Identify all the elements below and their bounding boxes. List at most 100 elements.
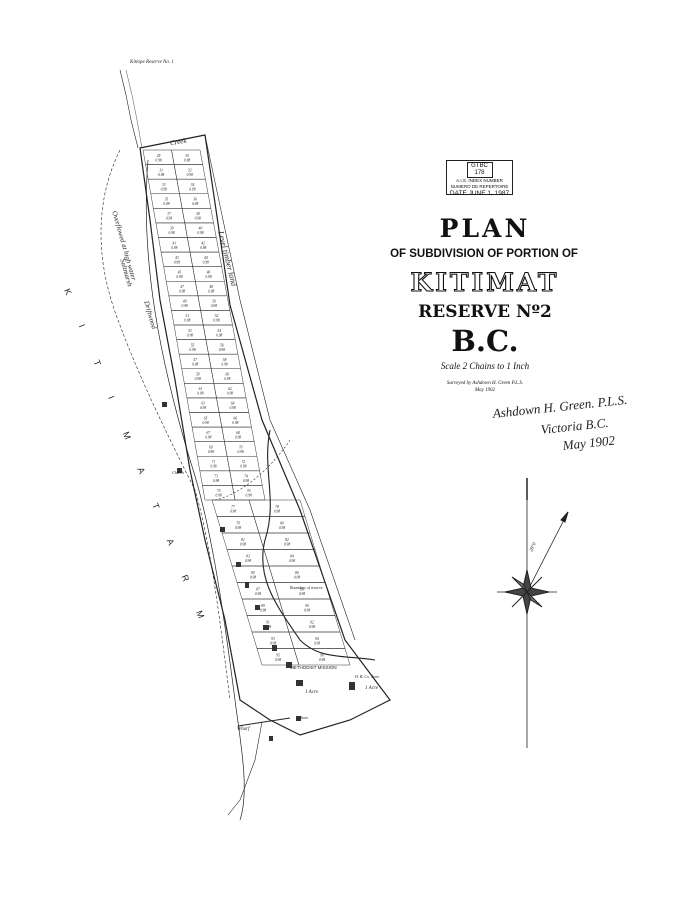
lot-area: 0.98 bbox=[213, 319, 219, 323]
lot-area: 0.98 bbox=[284, 542, 290, 546]
lot-area: 0.98 bbox=[203, 260, 209, 264]
lot-area: 0.98 bbox=[179, 290, 185, 294]
lot-number: 57 bbox=[193, 358, 197, 362]
compass-angle: 28°0 bbox=[529, 542, 538, 553]
surveyor-name: Surveyed by Ashdown H. Green P.L.S. bbox=[446, 381, 524, 386]
lot-number: 71 bbox=[212, 460, 216, 464]
building bbox=[296, 716, 301, 721]
lot-area: 0.98 bbox=[189, 348, 195, 352]
province-title: B.C. bbox=[451, 324, 519, 358]
lot-number: 95 bbox=[276, 653, 280, 657]
water-body-letter: M bbox=[194, 609, 206, 620]
reserve-boundary bbox=[139, 134, 391, 736]
lot-area: 0.98 bbox=[210, 465, 216, 469]
lot-area: 0.98 bbox=[192, 202, 198, 206]
lot-number: 79 bbox=[236, 521, 240, 525]
lot-number: 72 bbox=[242, 460, 246, 464]
lot-area: 0.98 bbox=[202, 421, 208, 425]
water-body-letter: I bbox=[77, 323, 87, 329]
lot-area: 0.98 bbox=[235, 526, 241, 530]
lot-area: 0.98 bbox=[174, 260, 180, 264]
lot-area: 0.98 bbox=[171, 246, 177, 250]
water-body-letter: A bbox=[135, 466, 147, 475]
lot-number: 96 bbox=[320, 653, 324, 657]
building bbox=[286, 662, 292, 668]
lot-number: 63 bbox=[201, 402, 205, 406]
lot-number: 73 bbox=[214, 475, 218, 479]
scale-note: Scale 2 Chains to 1 Inch bbox=[440, 361, 530, 371]
building bbox=[296, 680, 303, 686]
survey-line-2 bbox=[125, 69, 143, 149]
high-water-line bbox=[100, 149, 231, 701]
index-stamp: GTBC 178 A.I.S. INDEX NUMBER NUMERO DE R… bbox=[446, 160, 513, 197]
lot-area: 0.98 bbox=[211, 304, 217, 308]
lot-number: 66 bbox=[233, 416, 237, 420]
lot-area: 0.98 bbox=[237, 450, 243, 454]
lot-area: 0.98 bbox=[208, 450, 214, 454]
lot-number: 75 bbox=[217, 489, 221, 493]
lot-number: 40 bbox=[199, 227, 203, 231]
lot-area: 0.98 bbox=[187, 333, 193, 337]
lot-number: 41 bbox=[172, 241, 176, 245]
water-body-letter: R bbox=[179, 573, 191, 583]
building bbox=[263, 625, 269, 630]
lot-area: 0.98 bbox=[219, 348, 225, 352]
lot-number: 34 bbox=[191, 183, 195, 187]
stamp-date-prefix: DATE bbox=[449, 190, 467, 197]
surveyor-note: Surveyed by Ashdown H. Green P.L.S. May … bbox=[405, 380, 565, 394]
lot-number: 91 bbox=[266, 620, 270, 624]
water-body-letter: I bbox=[106, 394, 116, 400]
lot-number: 82 bbox=[285, 538, 289, 542]
lot-area: 0.98 bbox=[197, 231, 203, 235]
shoreline bbox=[145, 159, 245, 821]
lot-number: 33 bbox=[162, 183, 166, 187]
lot-number: 47 bbox=[180, 285, 184, 289]
lot-area: 0.98 bbox=[166, 217, 172, 221]
lot-area: 0.98 bbox=[294, 575, 300, 579]
lot-area: 0.98 bbox=[304, 608, 310, 612]
lot-area: 0.98 bbox=[227, 392, 233, 396]
lot-area: 0.98 bbox=[240, 542, 246, 546]
shore-lower bbox=[227, 721, 263, 816]
lot-grid: 290.98300.98310.98320.98330.98340.98350.… bbox=[142, 149, 351, 666]
lot-number: 92 bbox=[310, 620, 314, 624]
water-body-letter: A bbox=[165, 537, 177, 546]
reserve-title: RESERVE Nº2 bbox=[418, 302, 552, 322]
lot-area: 0.98 bbox=[255, 592, 261, 596]
lot-area: 0.98 bbox=[299, 592, 305, 596]
stamp-date: DATE JUNE 1, 1987 bbox=[447, 190, 512, 197]
lot-area: 0.98 bbox=[205, 435, 211, 439]
stamp-code: GTBC 178 bbox=[466, 162, 493, 178]
lot-number: 60 bbox=[225, 373, 229, 377]
lot-number: 49 bbox=[183, 300, 187, 304]
lot-area: 0.98 bbox=[260, 608, 266, 612]
lot-area: 0.98 bbox=[168, 231, 174, 235]
lot-number: 87 bbox=[256, 587, 260, 591]
top-reserve-label: Kitlope Reserve No. 1 bbox=[130, 60, 174, 65]
lot-area: 0.98 bbox=[245, 559, 251, 563]
lot-number: 80 bbox=[280, 521, 284, 525]
lot-area: 0.98 bbox=[176, 275, 182, 279]
lot-area: 0.98 bbox=[161, 187, 167, 191]
hbc-acre-label: 1 Acre bbox=[365, 686, 378, 691]
lot-number: 29 bbox=[157, 154, 161, 158]
lot-number: 62 bbox=[228, 387, 232, 391]
lot-number: 94 bbox=[315, 637, 319, 641]
lot-number: 45 bbox=[178, 270, 182, 274]
lot-number: 69 bbox=[209, 445, 213, 449]
building bbox=[162, 402, 167, 407]
road bbox=[214, 439, 291, 501]
lot-number: 65 bbox=[204, 416, 208, 420]
lot-number: 55 bbox=[191, 343, 195, 347]
lot-area: 0.98 bbox=[240, 465, 246, 469]
water-body-letter: T bbox=[150, 502, 162, 511]
lot-area: 0.98 bbox=[205, 275, 211, 279]
lot-area: 0.98 bbox=[189, 187, 195, 191]
lot-area: 0.98 bbox=[184, 158, 190, 162]
water-body-letter: T bbox=[91, 359, 103, 368]
building bbox=[255, 605, 260, 610]
building bbox=[272, 645, 277, 651]
lot-area: 0.98 bbox=[235, 435, 241, 439]
lot-area: 0.98 bbox=[232, 421, 238, 425]
